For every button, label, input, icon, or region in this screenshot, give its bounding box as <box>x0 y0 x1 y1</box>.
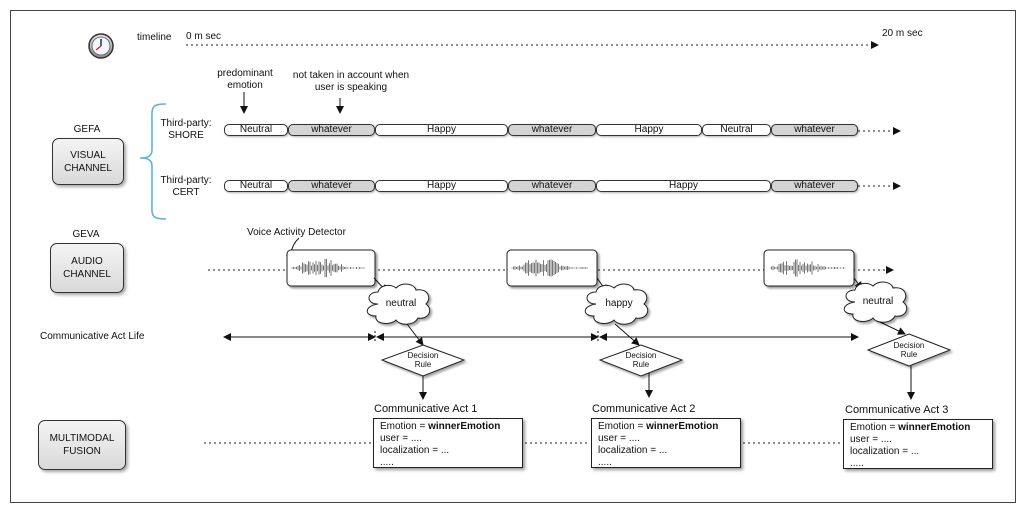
emotion-prefix: Emotion = <box>598 421 647 432</box>
visual-channel-brace <box>139 103 167 220</box>
track-0-segment-3: whatever <box>508 124 596 136</box>
decision-rule-3 <box>866 333 952 367</box>
track-1-segment-1: whatever <box>288 180 375 192</box>
comm-act-title-1: Communicative Act 1 <box>374 403 478 415</box>
emotion-prefix: Emotion = <box>380 421 429 432</box>
emotion-value: winnerEmotion <box>646 421 719 432</box>
vad-label: Voice Activity Detector <box>247 227 346 238</box>
user-field: user = .... <box>850 434 892 445</box>
track-1-segment-2: Happy <box>375 180 508 192</box>
cloud-label-3: neutral <box>862 296 894 307</box>
clock-icon <box>88 33 114 59</box>
not-taken-note: not taken in account when user is speaki… <box>292 70 410 93</box>
decision-rule-2 <box>598 344 684 377</box>
user-field: user = .... <box>380 433 422 444</box>
track-0-segment-1: whatever <box>288 124 375 136</box>
decision-label-1: Decision Rule <box>407 351 439 369</box>
visual-channel-box: VISUAL CHANNEL <box>52 138 124 185</box>
cloud-label-1: neutral <box>385 298 417 309</box>
track-1-segment-0: Neutral <box>224 180 288 192</box>
track-0-segment-6: whatever <box>771 124 858 136</box>
track-1-segment-5: whatever <box>771 180 858 192</box>
comm-act-life-label: Communicative Act Life <box>40 331 145 342</box>
more-field: ..... <box>598 457 612 468</box>
emotion-cloud-2 <box>584 283 649 325</box>
comm-act-title-2: Communicative Act 2 <box>592 403 696 415</box>
diagram-frame <box>10 10 1016 503</box>
localization-field: localization = ... <box>598 445 668 456</box>
emotion-cloud-1 <box>366 283 431 325</box>
geva-title: GEVA <box>72 229 100 240</box>
predominant-emotion-note: predominant emotion <box>217 68 273 91</box>
comm-act-box-3: Emotion = winnerEmotion user = .... loca… <box>843 419 993 469</box>
track-1-segment-4: Happy <box>596 180 771 192</box>
cloud-label-2: happy <box>605 298 633 309</box>
cert-track-label: Third-party: CERT <box>160 175 212 198</box>
emotion-prefix: Emotion = <box>850 422 899 433</box>
track-0-segment-5: Neutral <box>702 124 771 136</box>
shore-track-label: Third-party: SHORE <box>160 118 212 141</box>
timeline-label: timeline <box>137 32 172 43</box>
timeline-start: 0 m sec <box>186 31 222 42</box>
track-0-segment-4: Happy <box>596 124 702 136</box>
emotion-cloud-3 <box>843 281 908 323</box>
more-field: ..... <box>380 457 394 468</box>
decision-label-2: Decision Rule <box>625 351 657 369</box>
localization-field: localization = ... <box>380 445 450 456</box>
timeline-end: 20 m sec <box>882 28 923 39</box>
audio-channel-box: AUDIO CHANNEL <box>50 243 124 293</box>
waveform-box-2 <box>506 249 598 287</box>
multimodal-fusion-box: MULTIMODAL FUSION <box>38 420 126 470</box>
gefa-title: GEFA <box>73 124 101 135</box>
track-0-segment-0: Neutral <box>224 124 288 136</box>
emotion-value: winnerEmotion <box>898 422 971 433</box>
comm-act-title-3: Communicative Act 3 <box>845 404 949 416</box>
track-1-segment-3: whatever <box>508 180 596 192</box>
decision-label-3: Decision Rule <box>893 341 925 359</box>
user-field: user = .... <box>598 433 640 444</box>
emotion-value: winnerEmotion <box>428 421 501 432</box>
more-field: ..... <box>850 458 864 469</box>
comm-act-box-1: Emotion = winnerEmotion user = .... loca… <box>373 418 523 468</box>
localization-field: localization = ... <box>850 446 920 457</box>
track-0-segment-2: Happy <box>375 124 508 136</box>
comm-act-box-2: Emotion = winnerEmotion user = .... loca… <box>591 418 741 468</box>
